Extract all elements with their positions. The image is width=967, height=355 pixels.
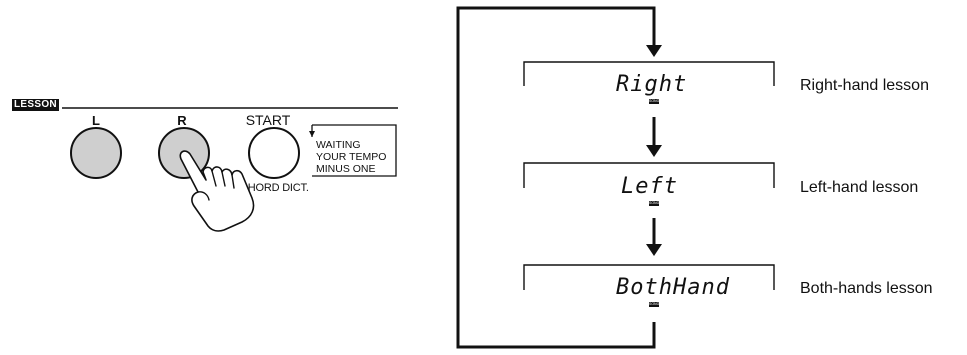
mode-waiting: WAITING — [316, 139, 361, 151]
left-hand-lesson-label: Left-hand lesson — [800, 179, 919, 196]
song-badge: SONG — [649, 201, 659, 206]
lcd-display-bothhand: BothHand — [616, 275, 730, 300]
start-button[interactable] — [248, 127, 300, 179]
chord-dict-label: CHORD DICT. — [240, 182, 309, 194]
lesson-section-label: LESSON — [12, 99, 59, 111]
right-hand-lesson-label: Right-hand lesson — [800, 77, 929, 94]
lcd-display-right: Right — [616, 72, 688, 97]
l-button[interactable] — [70, 127, 122, 179]
mode-your-tempo: YOUR TEMPO — [316, 151, 387, 163]
l-button-label: L — [92, 113, 100, 128]
both-hands-lesson-label: Both-hands lesson — [800, 280, 933, 297]
arrow-down-icon — [646, 145, 662, 157]
start-button-label: START — [245, 112, 291, 128]
lesson-mode-list: WAITING YOUR TEMPO MINUS ONE — [316, 139, 386, 175]
r-button[interactable] — [158, 127, 210, 179]
lcd-display-left: Left — [621, 174, 678, 199]
arrow-down-icon — [646, 45, 662, 57]
arrow-down-icon — [646, 244, 662, 256]
pressing-hand-icon — [179, 150, 255, 232]
panel-lines — [62, 107, 398, 177]
r-button-label: R — [177, 113, 187, 128]
mode-minus-one: MINUS ONE — [316, 163, 376, 175]
song-badge: SONG — [649, 302, 659, 307]
song-badge: SONG — [649, 99, 659, 104]
